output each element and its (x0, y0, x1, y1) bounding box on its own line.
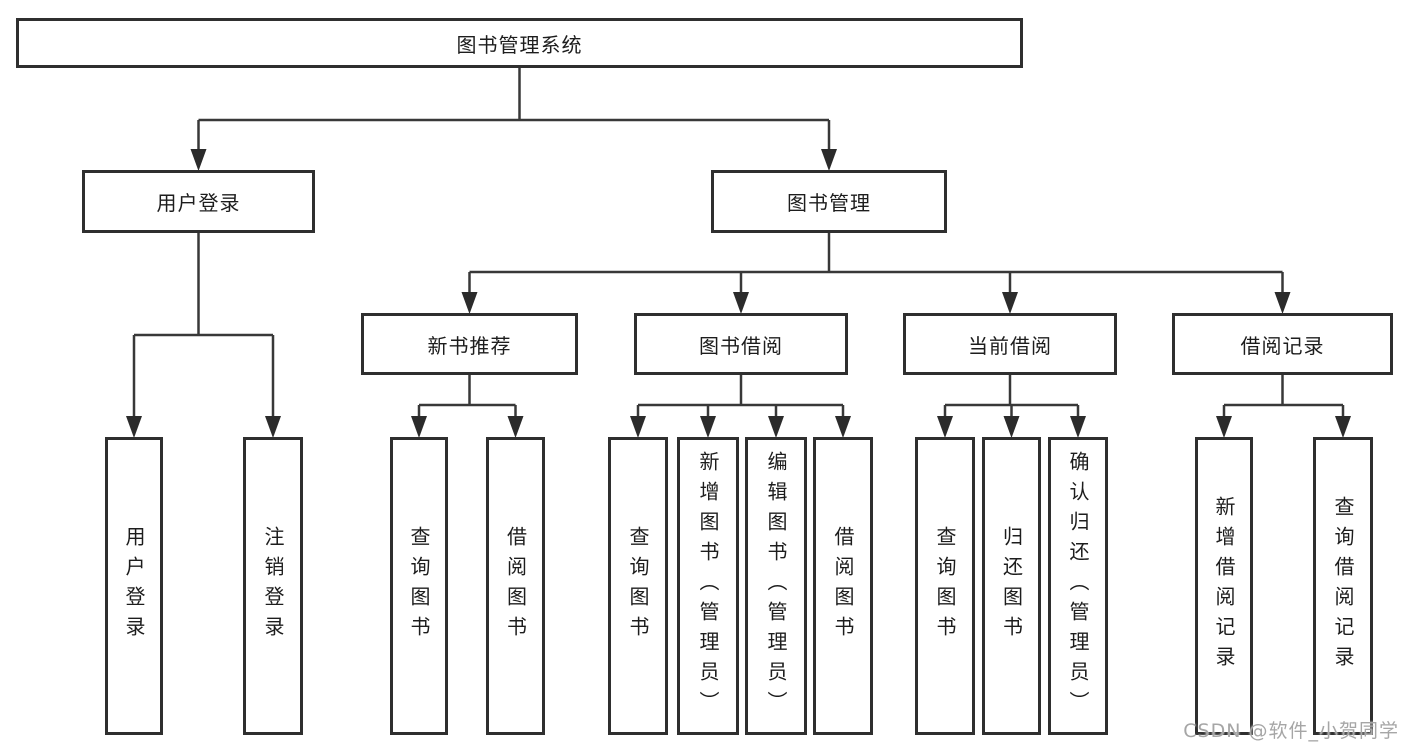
node-leaf-return-books: 归还图书 (982, 437, 1041, 735)
node-label: 编辑图书（管理员） (764, 451, 788, 721)
node-label: 新增图书（管理员） (696, 451, 720, 721)
node-label: 归还图书 (999, 526, 1024, 646)
node-leaf-user-login: 用户登录 (105, 437, 163, 735)
node-label: 用户登录 (122, 526, 146, 646)
node-library-system: 图书管理系统 (16, 18, 1023, 68)
node-leaf-confirm-return: 确认归还（管理员） (1048, 437, 1108, 735)
node-user-login: 用户登录 (82, 170, 315, 233)
node-label: 借阅图书 (831, 526, 855, 646)
node-label: 查询借阅记录 (1331, 496, 1355, 676)
node-leaf-add-borrow-record: 新增借阅记录 (1195, 437, 1253, 735)
node-label: 确认归还（管理员） (1066, 451, 1090, 721)
node-leaf-query-books-2: 查询图书 (608, 437, 668, 735)
node-leaf-add-books: 新增图书（管理员） (677, 437, 739, 735)
node-label: 查询图书 (407, 526, 431, 646)
node-book-management: 图书管理 (711, 170, 947, 233)
watermark: CSDN @软件_小贺同学 (1183, 720, 1399, 742)
node-label: 注销登录 (261, 526, 285, 646)
node-borrowing-records: 借阅记录 (1172, 313, 1393, 375)
node-label: 图书管理系统 (456, 32, 583, 57)
node-label: 查询图书 (933, 526, 957, 646)
node-label: 借阅图书 (503, 526, 528, 646)
node-leaf-borrow-books-2: 借阅图书 (813, 437, 873, 735)
node-label: 新增借阅记录 (1212, 496, 1236, 676)
node-label: 借阅记录 (1240, 333, 1325, 358)
node-book-borrowing: 图书借阅 (634, 313, 848, 375)
node-new-book-recommend: 新书推荐 (361, 313, 578, 375)
node-leaf-query-books-3: 查询图书 (915, 437, 975, 735)
node-label: 查询图书 (626, 526, 650, 646)
node-label: 当前借阅 (968, 333, 1052, 358)
node-label: 图书管理 (787, 191, 871, 215)
node-leaf-borrow-books-1: 借阅图书 (486, 437, 545, 735)
node-label: 新书推荐 (427, 333, 512, 358)
node-leaf-query-books-1: 查询图书 (390, 437, 448, 735)
node-leaf-logout: 注销登录 (243, 437, 303, 735)
node-current-borrowing: 当前借阅 (903, 313, 1117, 375)
node-label: 用户登录 (156, 191, 241, 215)
node-leaf-edit-books: 编辑图书（管理员） (745, 437, 807, 735)
node-label: 图书借阅 (699, 333, 783, 358)
node-leaf-query-borrow-record: 查询借阅记录 (1313, 437, 1373, 735)
